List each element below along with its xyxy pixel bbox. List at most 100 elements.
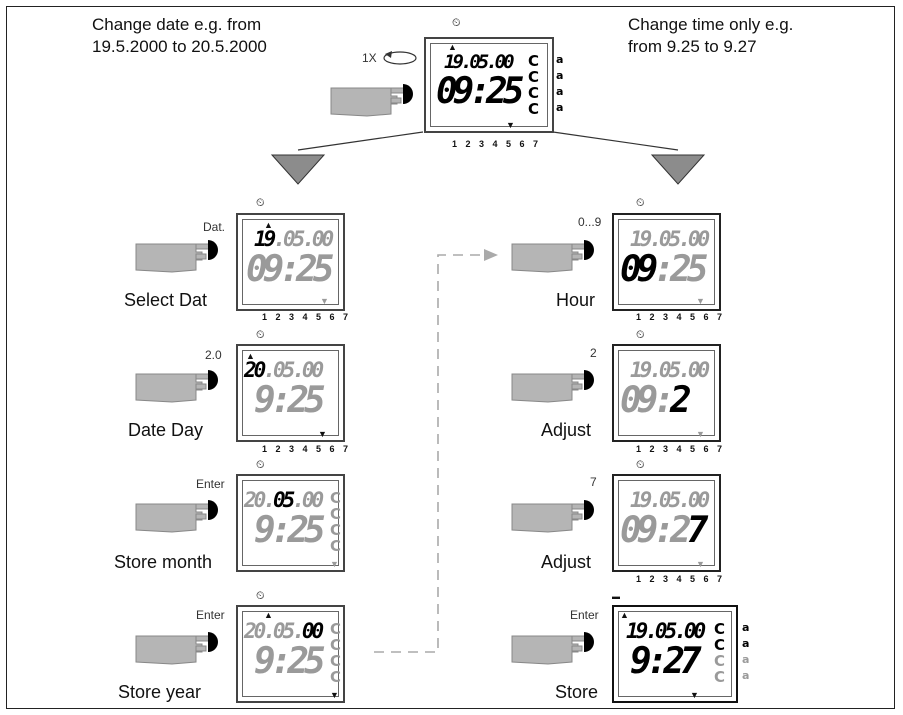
bottom-marker: ▼ [330,690,339,700]
clock-icon: ⏲ [636,197,645,209]
button-text: 2.0 [205,348,222,362]
clock-icon: ⏲ [636,459,645,471]
channel-indicators: C C C C [330,489,342,555]
lcd-date: 19.05.00 [254,227,334,251]
button-text: Enter [570,608,599,622]
button-text: Enter [196,477,225,491]
lcd-date: 19.05.00 [630,358,710,382]
bottom-marker: ▼ [696,559,705,569]
auto-indicator: ▬ [612,592,620,601]
channel-outputs: a a a a [556,53,564,114]
top-hand-icon[interactable] [327,74,419,125]
lcd-date: 20.05.00 [244,488,324,512]
lcd-display: ▲ 20.05.00 9:25 C C C C ▼ [236,605,345,703]
caret-icon: ▲ [246,351,255,361]
lcd-time: 09:25 [246,249,334,290]
lcd-time: 09:27 [620,510,708,551]
channel-indicators: C C C C [714,620,726,686]
bottom-marker: ▼ [690,690,699,700]
step-label: Hour [556,290,596,310]
right-down-arrow [650,154,706,185]
left-caption: Change date e.g. from 19.5.2000 to 20.5.… [92,15,267,56]
step-label: Adjust [541,552,592,572]
weekday-row: 1 2 3 4 5 6 7 [636,444,726,454]
weekday-row: 1 2 3 4 5 6 7 [636,574,726,584]
lcd-date: 19.05.00 [630,488,710,512]
lcd-display: 19.05.00 09:25 ▼ [612,213,721,311]
weekday-row: 1 2 3 4 5 6 7 [452,139,542,149]
hand-icon[interactable] [508,490,600,541]
channel-outputs: a a a a [742,621,750,682]
button-text: 2 [590,346,597,360]
caret-icon: ▲ [264,610,273,620]
lcd-time: 9:25 [254,380,326,421]
press-hint: 1X [362,51,377,65]
hand-icon[interactable] [508,230,600,281]
bottom-marker: ▼ [320,296,329,306]
dashed-flow-arrowhead [484,249,498,261]
channel-indicators: C C C C [528,52,540,118]
clock-icon: ⏲ [256,590,265,602]
lcd-time: 9:25 [254,641,326,682]
lcd-display: ▲ 20.05.00 9:25 ▼ [236,344,345,442]
step-label: Store [555,682,599,702]
hand-icon[interactable] [132,230,224,281]
lcd-display: ▲ 19.05.00 09:25 ▼ [236,213,345,311]
weekday-row: 1 2 3 4 5 6 7 [262,312,352,322]
lcd-display: 19.05.00 09:2 ▼ [612,344,721,442]
lcd-display: 20.05.00 9:25 C C C C ▼ [236,474,345,572]
clock-icon: ⏲ [636,329,645,341]
lcd-date: 20.05.00 [244,619,324,643]
button-text: Enter [196,608,225,622]
step-label: Store year [118,682,202,702]
clock-icon: ⏲ [452,17,461,29]
bottom-marker: ▼ [318,429,327,439]
top-date: 19.05.00 [444,51,514,73]
channel-indicators: C C C C [330,620,342,686]
hand-icon[interactable] [132,360,224,411]
hand-icon[interactable] [508,622,600,673]
lcd-time: 9:27 [630,641,702,682]
button-text: 7 [590,475,597,489]
clock-icon: ⏲ [256,197,265,209]
outer-frame [6,6,895,709]
left-branch-line [297,131,424,151]
step-label: Store month [114,552,213,572]
button-text: Dat. [203,220,226,234]
top-caret-icon: ▲ [448,42,457,52]
rotate-arrow-icon [383,51,417,65]
top-display: ▲ 19.05.00 09:25 C C C C ▼ [424,37,554,133]
clock-icon: ⏲ [256,329,265,341]
right-branch-line [552,131,679,151]
right-caption: Change time only e.g. from 9.25 to 9.27 [628,15,794,56]
clock-icon: ⏲ [256,459,265,471]
hand-icon[interactable] [508,360,600,411]
caret-icon: ▲ [620,610,629,620]
weekday-row: 1 2 3 4 5 6 7 [636,312,726,322]
lcd-date: 20.05.00 [244,358,324,382]
bottom-marker: ▼ [696,429,705,439]
bottom-marker: ▼ [506,120,515,130]
caret-icon: ▲ [264,220,273,230]
lcd-time: 9:25 [254,510,326,551]
lcd-time: 09:25 [620,249,708,290]
button-text: 0...9 [578,215,602,229]
lcd-time: 09:2 [620,380,692,421]
lcd-date: 19.05.00 [626,619,706,643]
dashed-flow-line [374,254,484,653]
lcd-display: 19.05.00 09:27 ▼ [612,474,721,572]
step-label: Adjust [541,420,592,440]
left-down-arrow [270,154,326,185]
weekday-row: 1 2 3 4 5 6 7 [262,444,352,454]
bottom-marker: ▼ [330,559,339,569]
step-label: Date Day [128,420,204,440]
step-label: Select Dat [124,290,208,310]
bottom-marker: ▼ [696,296,705,306]
lcd-display: ▲ 19.05.00 9:27 C C C C ▼ [612,605,738,703]
hand-icon[interactable] [132,622,224,673]
lcd-date: 19.05.00 [630,227,710,251]
hand-icon[interactable] [132,490,224,541]
top-time: 09:25 [436,71,524,112]
